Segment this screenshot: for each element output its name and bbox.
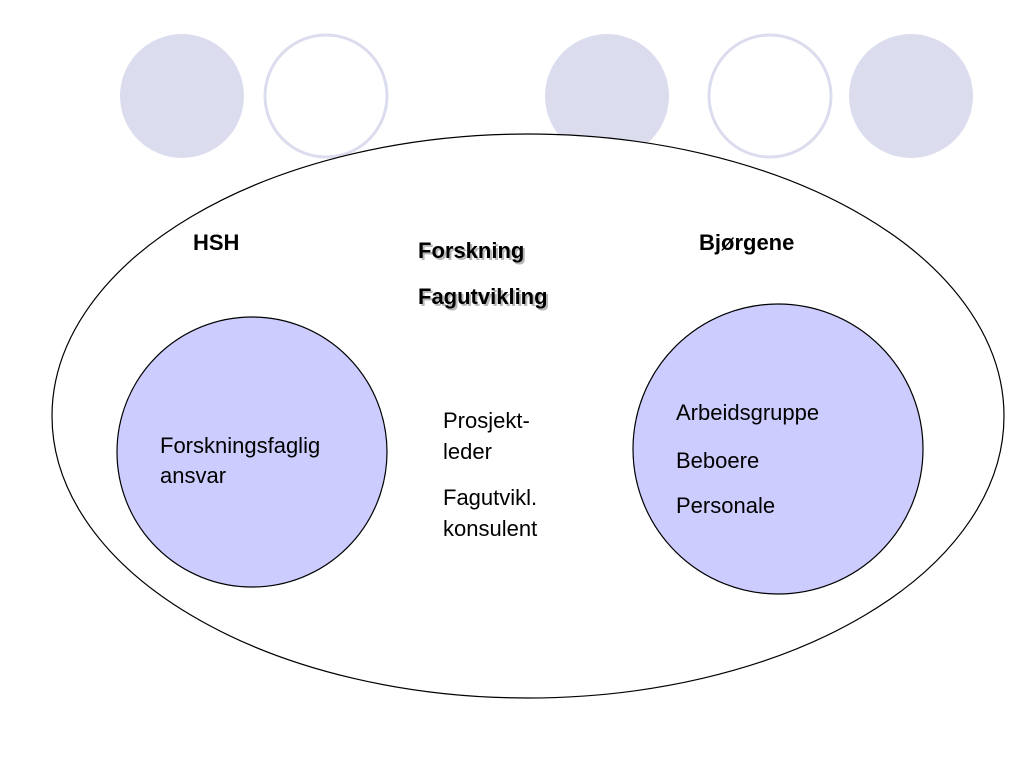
right-inner-circle [632, 303, 924, 595]
right-circle-item-2: Beboere [676, 448, 760, 473]
left-circle-text-line-1: Forskningsfaglig [160, 433, 321, 458]
left-org-label: HSH [193, 230, 240, 255]
deco-circle-outline-1 [263, 33, 389, 159]
deco-circle-outline-2 [707, 33, 833, 159]
center-role-1-line-1: Prosjekt- [443, 408, 530, 433]
right-circle-item-1: Arbeidsgruppe [676, 400, 820, 425]
center-role-2-line-2: konsulent [443, 516, 538, 541]
deco-circle-filled-1 [120, 34, 244, 158]
deco-circle-filled-2 [545, 34, 669, 158]
center-title-forskning: Forskning [418, 238, 525, 263]
center-title-fagutvikling: Fagutvikling [418, 284, 548, 309]
right-circle-item-3: Personale [676, 493, 776, 518]
left-inner-circle [116, 316, 388, 588]
left-circle-text-line-2: ansvar [160, 463, 227, 488]
center-role-1-line-2: leder [443, 439, 492, 464]
right-org-label: Bjørgene [699, 230, 795, 255]
deco-circle-filled-3 [849, 34, 973, 158]
center-role-2-line-1: Fagutvikl. [443, 485, 538, 510]
